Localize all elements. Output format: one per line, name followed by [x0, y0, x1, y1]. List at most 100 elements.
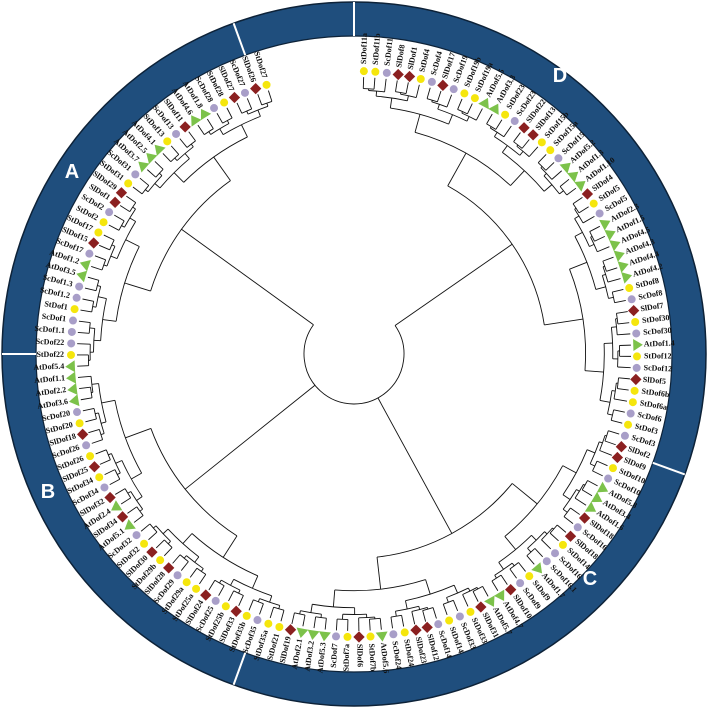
at-species-marker-icon	[318, 631, 331, 642]
sl-species-marker-icon	[437, 79, 449, 91]
sl-species-marker-icon	[581, 188, 594, 200]
sl-species-marker-icon	[104, 491, 116, 504]
leaf-label: ScDof7	[329, 643, 340, 668]
at-species-marker-icon	[484, 595, 495, 607]
st-species-marker-icon	[400, 628, 409, 637]
st-species-marker-icon	[262, 80, 271, 89]
st-species-marker-icon	[470, 94, 479, 103]
sl-species-marker-icon	[228, 91, 241, 104]
st-species-marker-icon	[632, 352, 641, 361]
sc-species-marker-icon	[68, 316, 77, 325]
leaf-label: AtDof1.1	[34, 373, 66, 385]
leaf-label: StDof11b	[371, 32, 382, 65]
st-species-marker-icon	[460, 89, 469, 98]
at-species-marker-icon	[111, 500, 123, 511]
leaf-label: AtDof5.3	[315, 642, 327, 674]
sc-species-marker-icon	[172, 129, 181, 138]
at-species-marker-icon	[296, 627, 309, 639]
st-species-marker-icon	[445, 616, 454, 625]
sc-species-marker-icon	[434, 620, 443, 629]
leaf-label: ScDof12	[643, 363, 672, 373]
sc-species-marker-icon	[573, 523, 582, 532]
clade-divider	[652, 461, 686, 476]
tree-branches	[77, 77, 631, 631]
sc-species-marker-icon	[449, 85, 458, 94]
leaf-label: ScDof30	[643, 326, 672, 337]
sl-species-marker-icon	[179, 121, 191, 133]
st-species-marker-icon	[67, 350, 76, 359]
sc-species-marker-icon	[632, 363, 641, 372]
leaf-label: ScDof1.2	[39, 285, 71, 300]
leaf-label: StDof7b	[367, 643, 378, 672]
leaf-label: AtDof2.1	[290, 638, 305, 670]
sc-species-marker-icon	[240, 88, 249, 97]
leaf-label: ScDof8	[638, 288, 664, 302]
leaf-label: ScDof24	[391, 640, 404, 669]
at-species-marker-icon	[79, 259, 91, 272]
sl-species-marker-icon	[630, 373, 642, 386]
sc-species-marker-icon	[132, 531, 141, 540]
leaf-label: StDof22	[36, 350, 64, 359]
st-species-marker-icon	[366, 632, 375, 641]
at-species-marker-icon	[633, 339, 643, 352]
leaf-label: SlDof7	[640, 301, 664, 313]
sl-species-marker-icon	[88, 461, 101, 473]
st-species-marker-icon	[466, 607, 475, 616]
sl-species-marker-icon	[163, 562, 175, 574]
sc-species-marker-icon	[82, 441, 91, 450]
at-species-marker-icon	[191, 115, 202, 127]
leaf-label: SlDof8	[394, 44, 407, 68]
at-species-marker-icon	[559, 162, 571, 174]
at-species-marker-icon	[65, 360, 76, 373]
sc-species-marker-icon	[105, 208, 114, 217]
st-species-marker-icon	[99, 218, 108, 227]
at-species-marker-icon	[609, 240, 621, 252]
at-species-marker-icon	[621, 272, 633, 284]
st-species-marker-icon	[95, 473, 104, 482]
st-species-marker-icon	[163, 137, 172, 146]
st-species-marker-icon	[264, 619, 273, 628]
leaf-label: SlDof5	[642, 375, 666, 386]
sl-species-marker-icon	[88, 237, 100, 249]
st-species-marker-icon	[589, 199, 598, 208]
leaf-label: StDof12	[644, 351, 672, 360]
clade-label-c: C	[583, 568, 597, 590]
at-species-marker-icon	[567, 171, 579, 183]
st-species-marker-icon	[221, 602, 230, 611]
st-species-marker-icon	[630, 386, 639, 395]
st-species-marker-icon	[371, 67, 380, 76]
leaf-label: ScDof11	[382, 38, 394, 67]
st-species-marker-icon	[94, 228, 103, 237]
at-species-marker-icon	[617, 261, 629, 273]
sl-species-marker-icon	[615, 441, 628, 453]
sl-species-marker-icon	[76, 428, 89, 441]
st-species-marker-icon	[192, 584, 201, 593]
sc-species-marker-icon	[100, 483, 109, 492]
sc-species-marker-icon	[85, 249, 94, 258]
st-species-marker-icon	[70, 305, 79, 314]
st-species-marker-icon	[628, 398, 637, 407]
leaf-label: SlDof6	[355, 644, 364, 667]
st-species-marker-icon	[416, 74, 425, 83]
st-species-marker-icon	[220, 98, 229, 107]
sc-species-marker-icon	[382, 68, 391, 77]
sl-species-marker-icon	[200, 589, 212, 601]
at-species-marker-icon	[67, 382, 78, 395]
clade-label-d: D	[553, 65, 567, 87]
sc-species-marker-icon	[75, 282, 84, 291]
at-species-marker-icon	[138, 161, 150, 173]
at-species-marker-icon	[375, 631, 388, 642]
leaf-label: AtDof1.4	[644, 339, 675, 349]
sc-species-marker-icon	[626, 409, 635, 418]
leaf-label: StDof7a	[342, 644, 352, 672]
st-species-marker-icon	[558, 540, 567, 549]
leaf-label: StDof11a	[359, 33, 369, 64]
st-species-marker-icon	[631, 317, 640, 326]
clade-label-b: B	[41, 481, 55, 503]
at-species-marker-icon	[146, 153, 158, 165]
st-species-marker-icon	[343, 632, 352, 641]
sc-species-marker-icon	[67, 339, 76, 348]
st-species-marker-icon	[608, 464, 617, 473]
at-species-marker-icon	[493, 589, 505, 601]
